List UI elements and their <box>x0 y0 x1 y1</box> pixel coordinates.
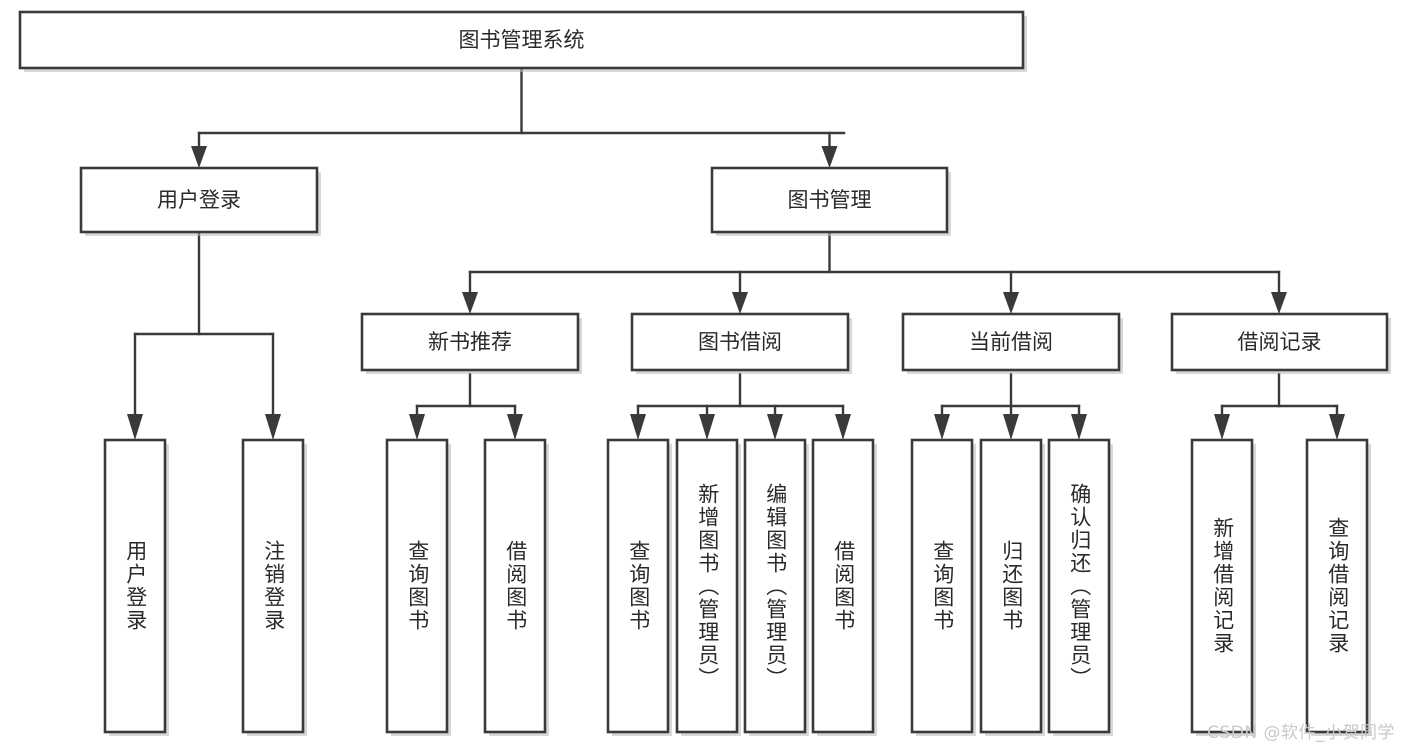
leaf-return-book-rect[interactable] <box>979 438 1043 734</box>
node-current-borrow[interactable]: 当前借阅 <box>901 312 1123 374</box>
leaf-query-book-2-rect[interactable] <box>606 438 670 734</box>
connector-group <box>127 66 1345 440</box>
arrow-leaf-query-book-3 <box>934 414 950 440</box>
book-borrow-label: 图书借阅 <box>698 330 782 354</box>
leaf-query-record-rect[interactable] <box>1305 438 1369 734</box>
arrow-leaf-query-record <box>1329 414 1345 440</box>
arrow-leaf-query-book-2 <box>630 414 646 440</box>
root-rect <box>18 10 1025 70</box>
arrow-leaf-add-record <box>1214 414 1230 440</box>
node-book-borrow[interactable]: 图书借阅 <box>630 312 852 374</box>
arrow-borrow-record <box>1271 292 1287 314</box>
leaf-borrow-book-2-rect[interactable] <box>811 438 875 734</box>
user-login-label: 用户登录 <box>157 188 241 212</box>
new-book-rec-rect <box>360 312 580 372</box>
node-user-login[interactable]: 用户登录 <box>79 166 321 236</box>
node-book-manage[interactable]: 图书管理 <box>710 166 951 236</box>
book-manage-label: 图书管理 <box>788 188 872 212</box>
leaf-logout-rect[interactable] <box>241 438 305 734</box>
leaf-add-book-rect[interactable] <box>675 438 739 734</box>
arrow-book-manage <box>821 146 838 168</box>
leaf-add-record-rect[interactable] <box>1190 438 1254 734</box>
leaf-borrow-book-1-rect[interactable] <box>483 438 547 734</box>
node-new-book-rec[interactable]: 新书推荐 <box>360 312 582 374</box>
leaf-user-login-rect[interactable] <box>103 438 167 734</box>
root-label: 图书管理系统 <box>459 28 585 52</box>
arrow-leaf-user-login <box>127 414 143 440</box>
arrow-book-borrow <box>732 292 748 314</box>
user-login-rect <box>79 166 319 234</box>
borrow-record-label: 借阅记录 <box>1238 330 1322 354</box>
arrow-current-borrow <box>1003 292 1019 314</box>
arrow-leaf-borrow-book-2 <box>835 414 851 440</box>
book-borrow-rect <box>630 312 850 372</box>
borrow-record-rect <box>1170 312 1389 372</box>
current-borrow-rect <box>901 312 1121 372</box>
arrow-leaf-borrow-book-1 <box>507 414 523 440</box>
arrow-leaf-query-book-1 <box>409 414 425 440</box>
arrow-new-book-rec <box>462 292 478 314</box>
node-root[interactable]: 图书管理系统 <box>18 10 1027 72</box>
new-book-rec-label: 新书推荐 <box>428 330 512 354</box>
book-manage-rect <box>710 166 949 234</box>
leaf-edit-book-rect[interactable] <box>743 438 807 734</box>
current-borrow-label: 当前借阅 <box>969 330 1053 354</box>
leaf-confirm-return-rect[interactable] <box>1047 438 1111 734</box>
leaf-query-book-3-rect[interactable] <box>910 438 974 734</box>
arrow-leaf-edit-book <box>767 414 783 440</box>
arrow-leaf-add-book <box>699 414 715 440</box>
arrow-leaf-return-book <box>1003 414 1019 440</box>
arrow-leaf-confirm-return <box>1071 414 1087 440</box>
csdn-watermark: CSDN @软件_小贺同学 <box>1207 723 1395 743</box>
node-borrow-record[interactable]: 借阅记录 <box>1170 312 1391 374</box>
leaf-boxes <box>103 438 1371 736</box>
leaf-query-book-1-rect[interactable] <box>385 438 449 734</box>
arrow-user-login <box>191 146 207 168</box>
arrow-leaf-logout <box>265 414 281 440</box>
